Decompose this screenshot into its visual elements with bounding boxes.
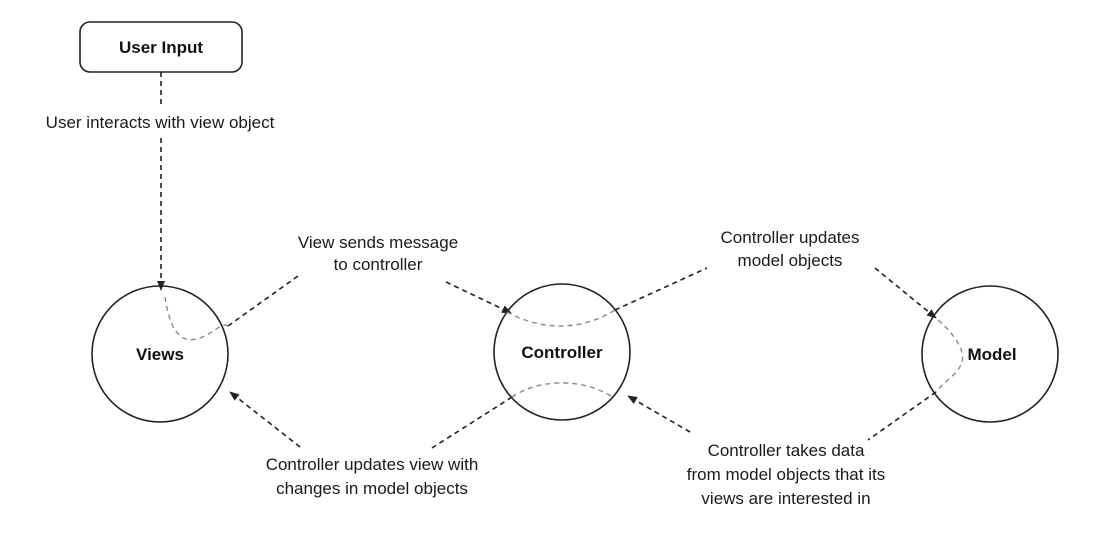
controller-updates-view-line2: changes in model objects [276,479,468,498]
user-interacts-label: User interacts with view object [46,113,275,132]
controller-updates-model-line2: model objects [738,251,843,270]
controller-takes-line1: Controller takes data [708,441,865,460]
edge-controller-to-model: Controller updates model objects [506,228,937,327]
model-node: Model [921,285,1059,423]
views-node: Views [91,285,229,423]
views-label: Views [136,345,184,364]
controller-takes-line2: from model objects that its [687,465,885,484]
user-input-node: User Input [79,21,243,73]
view-sends-label-line2: to controller [334,255,423,274]
controller-node: Controller [493,283,631,421]
edge-user-to-views: User interacts with view object [46,72,275,291]
controller-updates-model-line1: Controller updates [721,228,860,247]
edge-views-to-controller: View sends message to controller [164,233,512,341]
edge-model-to-controller: Controller takes data from model objects… [627,319,964,508]
user-input-label: User Input [119,38,203,57]
view-sends-label-line1: View sends message [298,233,458,252]
controller-updates-view-line1: Controller updates view with [266,455,479,474]
controller-label: Controller [521,343,603,362]
model-label: Model [967,345,1016,364]
controller-takes-line3: views are interested in [701,489,870,508]
edge-controller-to-views: Controller updates view with changes in … [229,382,615,498]
